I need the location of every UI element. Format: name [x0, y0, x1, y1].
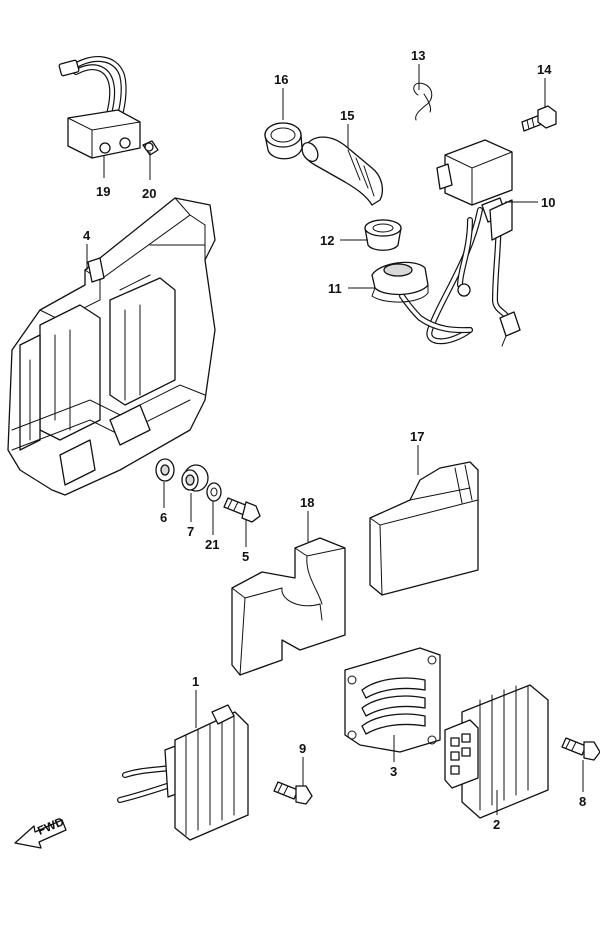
callout-13: 13: [411, 48, 425, 63]
callout-7: 7: [187, 524, 194, 539]
callout-11: 11: [328, 281, 342, 296]
callout-16: 16: [274, 72, 288, 87]
callout-5: 5: [242, 549, 249, 564]
callouts: 19 20 4 16 15 13 14 10 12 11 6 7 21 5 17…: [83, 48, 586, 832]
part-10-ignition-coil: [399, 139, 521, 347]
part-13-clip: [413, 82, 433, 121]
callout-6: 6: [160, 510, 167, 525]
part-1-rectifier: [117, 704, 249, 841]
fwd-arrow: FWD: [14, 814, 67, 849]
callout-1: 1: [192, 674, 199, 689]
callout-8: 8: [579, 794, 586, 809]
callout-12: 12: [320, 233, 334, 248]
callout-4: 4: [83, 228, 91, 243]
part-4-bracket: [7, 197, 216, 496]
part-2-regulator: [444, 684, 549, 819]
part-7-grommet: [181, 464, 209, 492]
part-3-plate: [344, 647, 441, 753]
part-6-collar: [155, 458, 175, 482]
part-12-spacer: [364, 219, 402, 251]
callout-9: 9: [299, 741, 306, 756]
callout-17: 17: [410, 429, 424, 444]
callout-10: 10: [541, 195, 555, 210]
callout-21: 21: [205, 537, 219, 552]
part-20-bolt: [142, 140, 159, 156]
callout-20: 20: [142, 186, 156, 201]
part-21-washer: [206, 482, 222, 502]
part-18-cushion: [231, 537, 346, 676]
part-11-seal: [371, 261, 429, 303]
callout-14: 14: [537, 62, 552, 77]
part-19-relay: [58, 55, 141, 159]
callout-3: 3: [390, 764, 397, 779]
callout-2: 2: [493, 817, 500, 832]
part-17-control-unit: [369, 461, 479, 596]
part-8-bolt: [561, 737, 600, 761]
callout-19: 19: [96, 184, 110, 199]
callout-18: 18: [300, 495, 314, 510]
part-15-plug-cap: [301, 136, 383, 206]
leader-lines: [86, 64, 584, 815]
part-5-bolt: [223, 497, 261, 523]
part-16-sleeve: [264, 122, 303, 160]
part-9-bolt: [273, 781, 313, 805]
part-14-bolt: [521, 105, 557, 132]
callout-15: 15: [340, 108, 354, 123]
